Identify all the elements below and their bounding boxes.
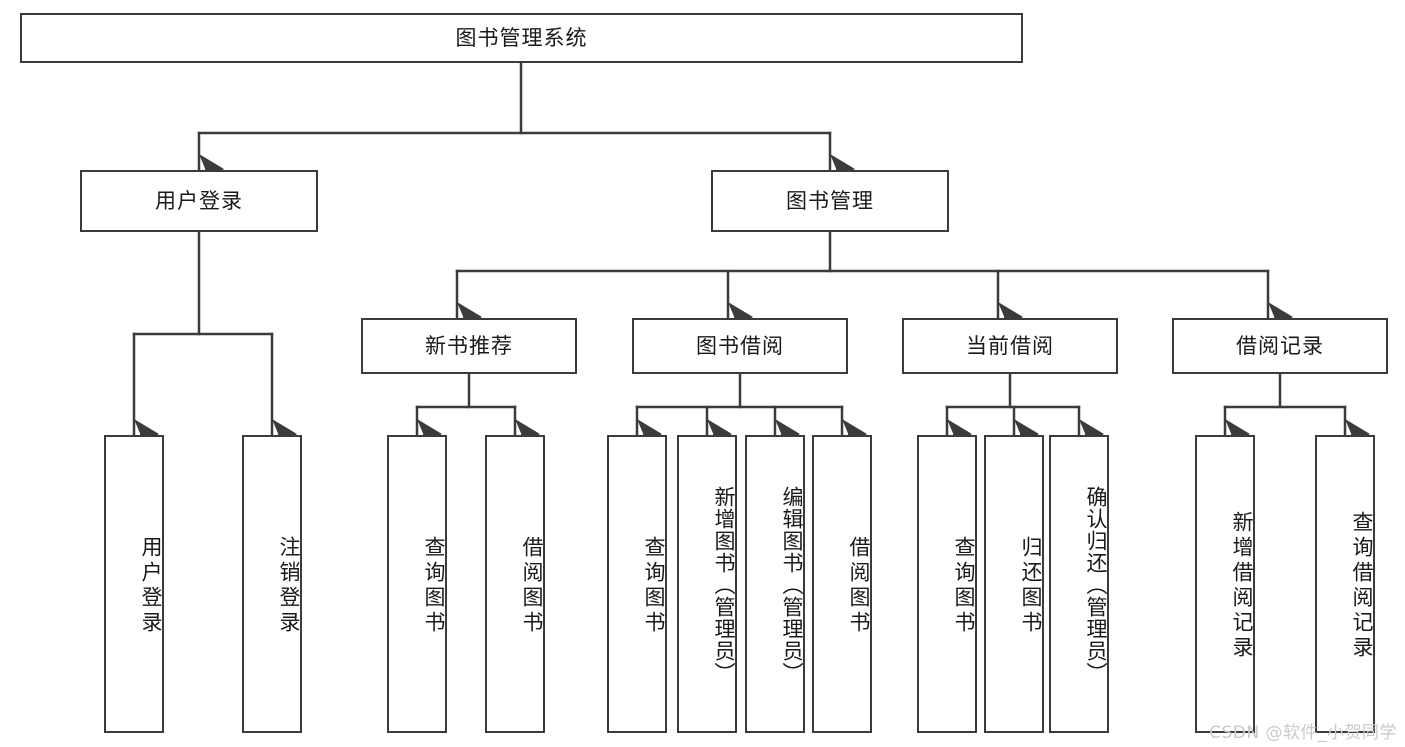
- node-leaf-borrow-book-2-label: 借阅图书: [847, 536, 871, 636]
- node-new-book-recommend[interactable]: 新书推荐: [361, 318, 577, 374]
- node-root[interactable]: 图书管理系统: [20, 13, 1023, 63]
- node-leaf-confirm-return[interactable]: 确认归还（管理员）: [1049, 435, 1109, 733]
- node-leaf-query-book-2-label: 查询图书: [642, 536, 666, 636]
- node-book-management-label: 图书管理: [786, 188, 874, 213]
- node-new-book-recommend-label: 新书推荐: [425, 333, 513, 358]
- node-user-login[interactable]: 用户登录: [80, 170, 318, 232]
- node-leaf-borrow-book-2[interactable]: 借阅图书: [812, 435, 872, 733]
- node-book-borrow[interactable]: 图书借阅: [632, 318, 848, 374]
- node-leaf-confirm-return-label: 确认归还（管理员）: [1084, 486, 1108, 684]
- node-leaf-logout-label: 注销登录: [277, 536, 301, 636]
- node-leaf-return-book-label: 归还图书: [1019, 536, 1043, 636]
- watermark: CSDN @软件_小贺同学: [1209, 723, 1397, 743]
- node-book-management[interactable]: 图书管理: [711, 170, 949, 232]
- node-root-label: 图书管理系统: [455, 25, 588, 50]
- node-leaf-query-record-label: 查询借阅记录: [1350, 511, 1374, 661]
- node-current-borrow[interactable]: 当前借阅: [902, 318, 1118, 374]
- node-book-borrow-label: 图书借阅: [696, 333, 784, 358]
- node-leaf-borrow-book-1[interactable]: 借阅图书: [485, 435, 545, 733]
- node-leaf-borrow-book-1-label: 借阅图书: [520, 536, 544, 636]
- node-leaf-return-book[interactable]: 归还图书: [984, 435, 1044, 733]
- node-leaf-query-book-3-label: 查询图书: [952, 536, 976, 636]
- node-current-borrow-label: 当前借阅: [966, 333, 1054, 358]
- node-leaf-add-record-label: 新增借阅记录: [1230, 511, 1254, 661]
- node-leaf-edit-book-label: 编辑图书（管理员）: [780, 486, 804, 684]
- node-leaf-user-login-label: 用户登录: [139, 536, 163, 636]
- node-leaf-add-record[interactable]: 新增借阅记录: [1195, 435, 1255, 733]
- node-borrow-record-label: 借阅记录: [1236, 333, 1324, 358]
- node-leaf-query-book-2[interactable]: 查询图书: [607, 435, 667, 733]
- node-leaf-query-book-3[interactable]: 查询图书: [917, 435, 977, 733]
- node-leaf-query-record[interactable]: 查询借阅记录: [1315, 435, 1375, 733]
- node-leaf-query-book-1[interactable]: 查询图书: [387, 435, 447, 733]
- node-leaf-edit-book[interactable]: 编辑图书（管理员）: [745, 435, 805, 733]
- node-leaf-logout[interactable]: 注销登录: [242, 435, 302, 733]
- node-leaf-add-book-label: 新增图书（管理员）: [712, 486, 736, 684]
- node-leaf-query-book-1-label: 查询图书: [422, 536, 446, 636]
- node-user-login-label: 用户登录: [155, 188, 243, 213]
- node-leaf-add-book[interactable]: 新增图书（管理员）: [677, 435, 737, 733]
- node-borrow-record[interactable]: 借阅记录: [1172, 318, 1388, 374]
- node-leaf-user-login[interactable]: 用户登录: [104, 435, 164, 733]
